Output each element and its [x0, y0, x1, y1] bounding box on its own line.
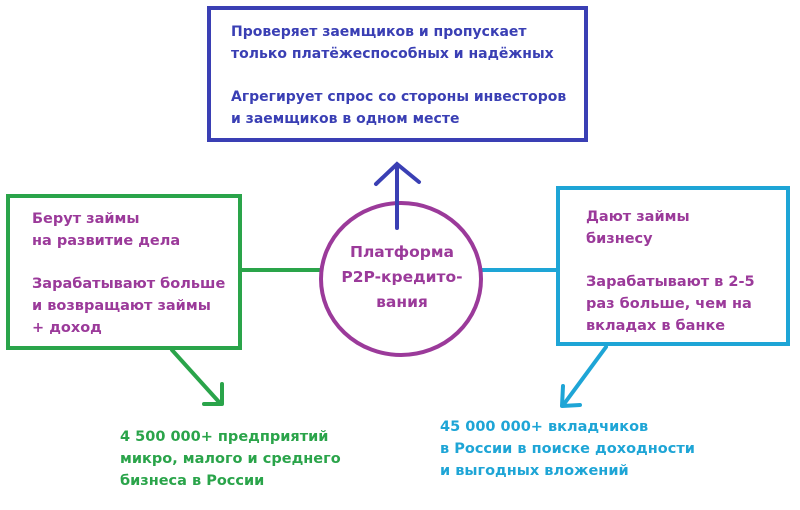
arrow-up — [374, 161, 421, 230]
investors-give-loans: Дают займы бизнесу — [586, 209, 690, 247]
borrowers-earn-more: Зарабатывают больше и возвращают займы +… — [32, 276, 226, 336]
borrowers-box: Берут займы на развитие дела Зарабатываю… — [6, 194, 242, 350]
arrow-left-down — [170, 348, 224, 406]
borrowers-take-loans: Берут займы на развитие дела — [32, 211, 181, 249]
function-aggregate-demand: Агрегирует спрос со стороны инвесторов и… — [231, 89, 567, 127]
investors-earn-more: Зарабатывают в 2-5 раз больше, чем на вк… — [586, 274, 755, 334]
businesses-stat: 4 500 000+ предприятий микро, малого и с… — [120, 429, 341, 489]
platform-circle — [319, 201, 483, 357]
function-verify-borrowers: Проверяет заемщиков и пропускает только … — [231, 24, 554, 62]
arrow-right-down — [560, 345, 608, 408]
depositors-stat: 45 000 000+ вкладчиков в России в поиске… — [440, 419, 695, 479]
platform-functions-box: Проверяет заемщиков и пропускает только … — [207, 6, 588, 142]
platform-label: Платформа P2P-кредито- вания — [341, 243, 463, 311]
investors-box: Дают займы бизнесу Зарабатывают в 2-5 ра… — [556, 186, 790, 346]
